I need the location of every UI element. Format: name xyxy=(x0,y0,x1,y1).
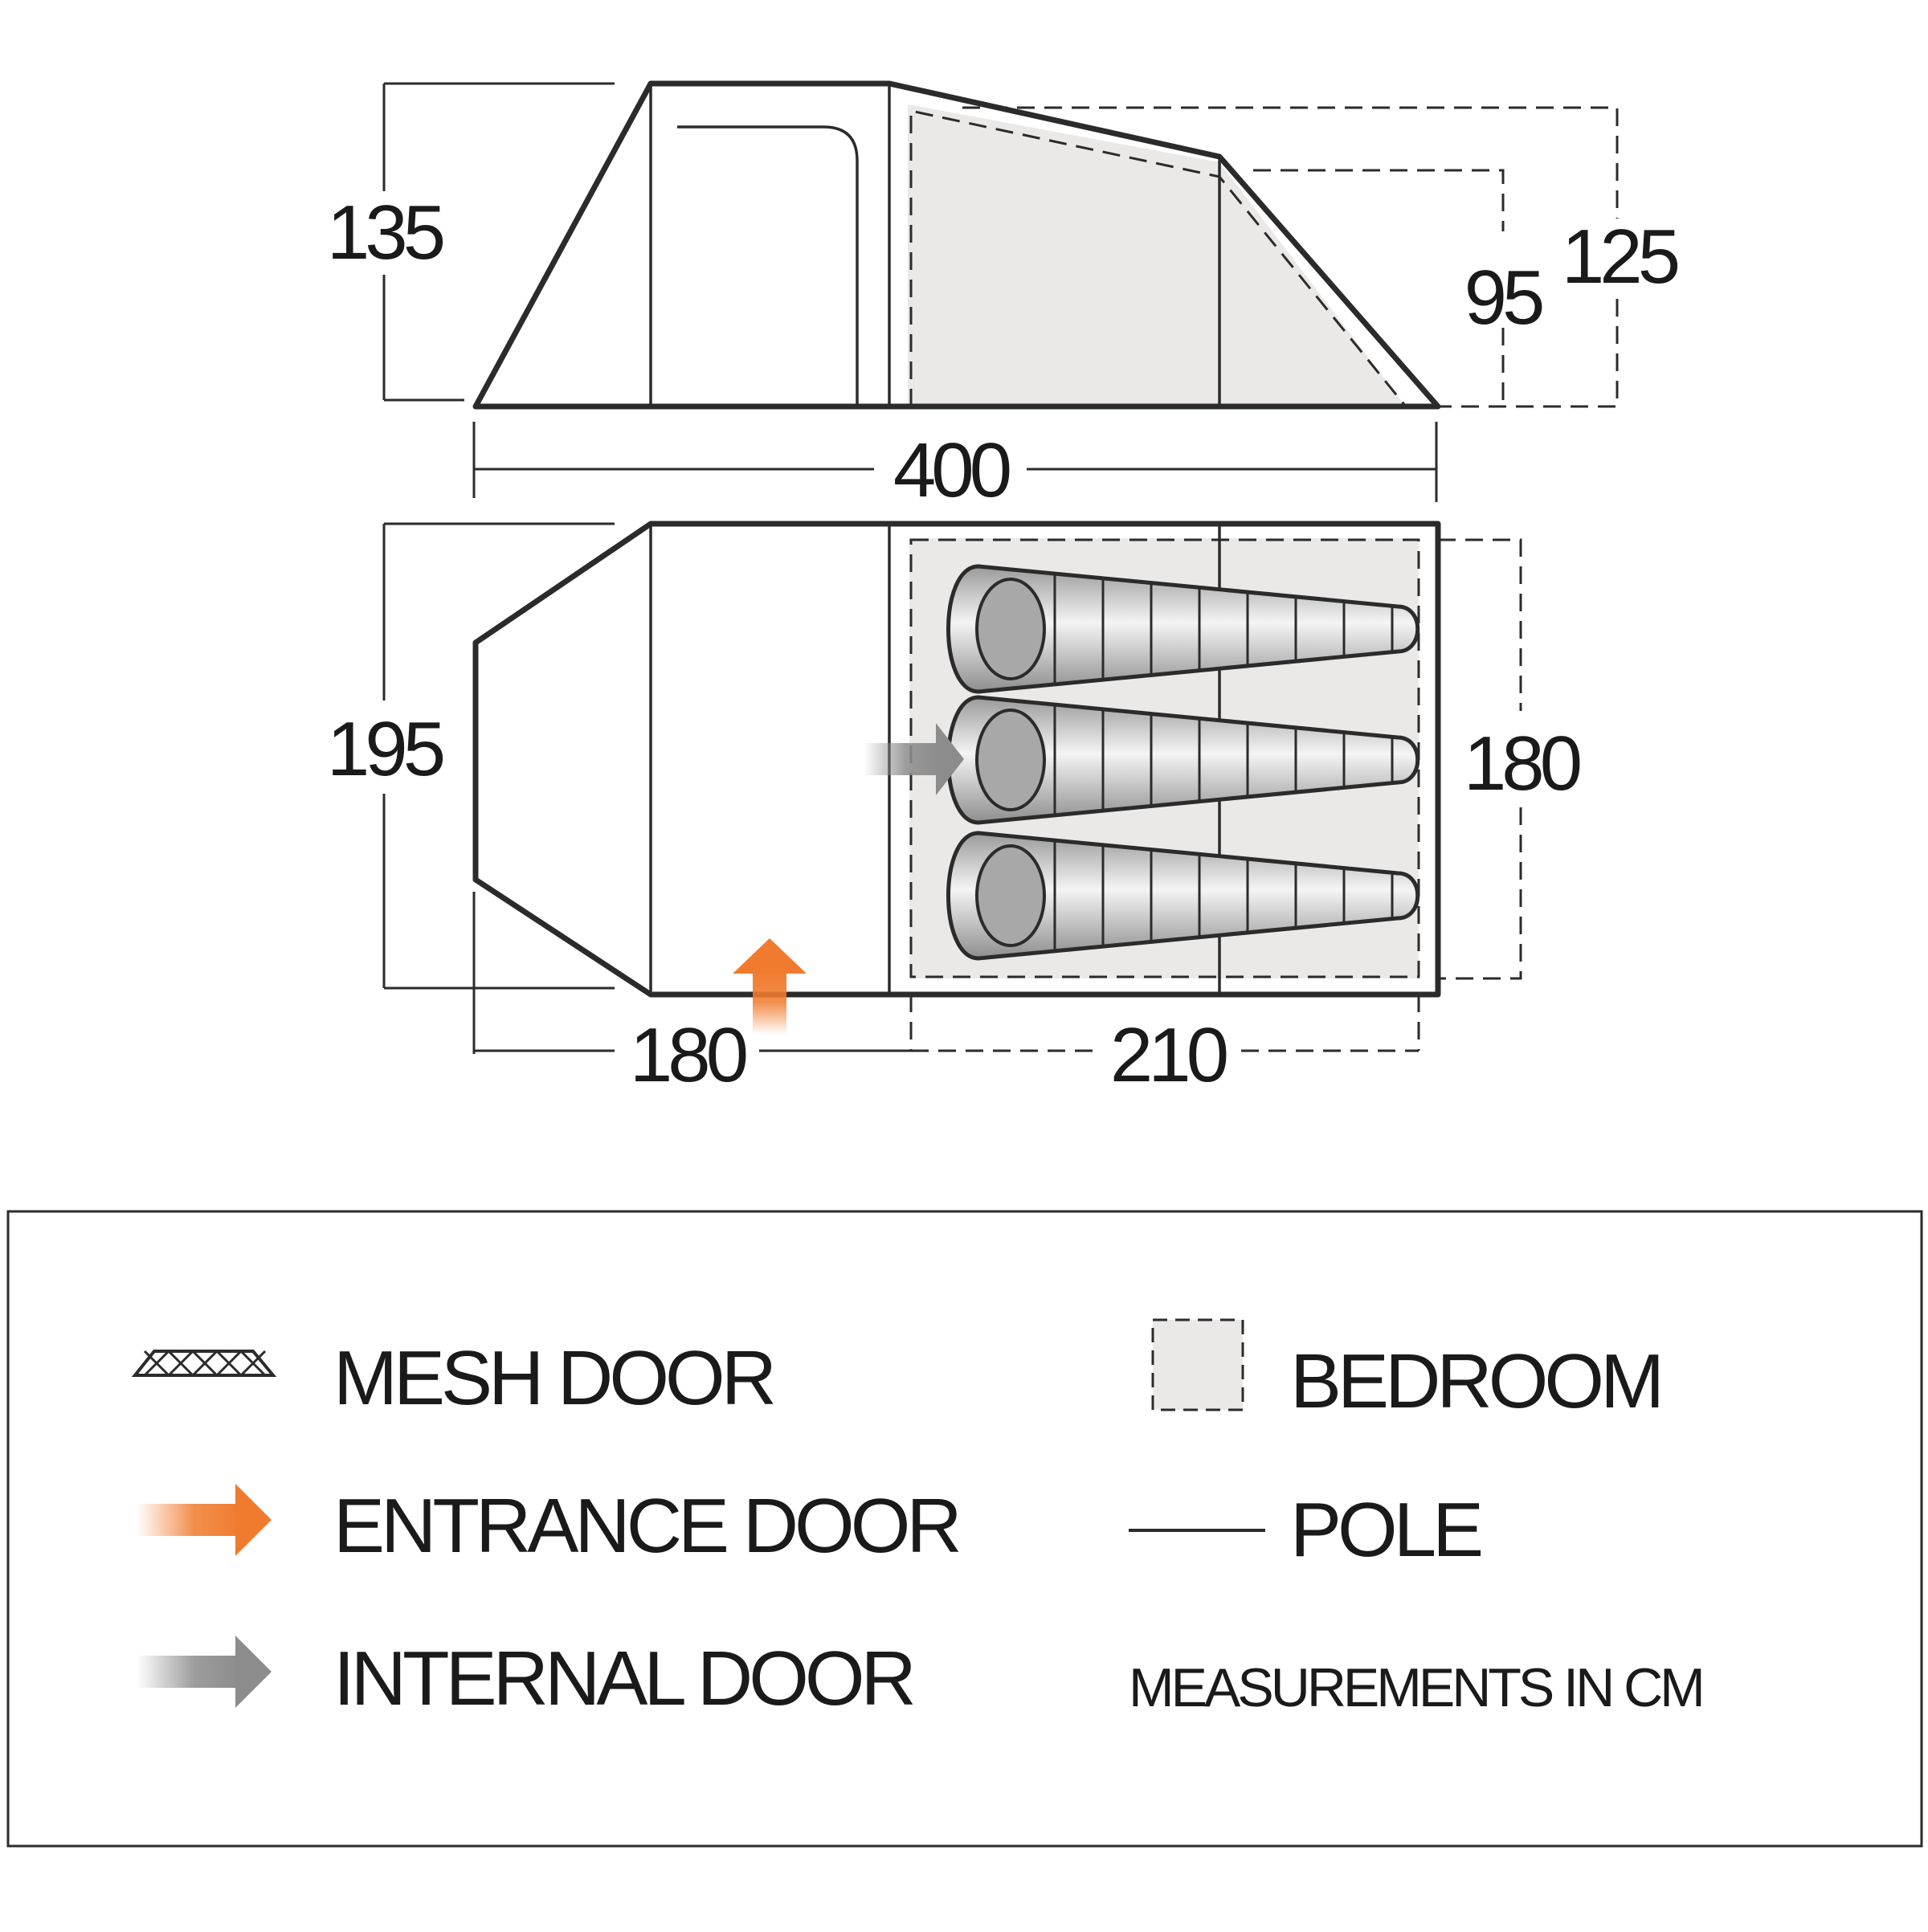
side-view-bedroom-outline xyxy=(909,109,1407,407)
side-view-bedroom-fill xyxy=(908,104,1406,406)
dashed-box-icon xyxy=(1151,1318,1244,1411)
dim-line xyxy=(1438,299,1619,408)
dim-line xyxy=(1438,538,1522,711)
floor-plan: 195 180 180 210 xyxy=(327,521,1585,1098)
legend-entrance-door-label: ENTRANCE DOOR xyxy=(333,1483,958,1569)
legend-bedroom-label: BEDROOM xyxy=(1290,1338,1660,1424)
side-view: 135 125 95 400 xyxy=(327,80,1683,513)
dim-length-bedroom: 210 xyxy=(1110,1012,1227,1098)
dim-length-total: 400 xyxy=(893,427,1010,513)
dim-width-bedroom: 180 xyxy=(1464,721,1580,807)
measurements-note: MEASUREMENTS IN CM xyxy=(1129,1657,1702,1718)
dim-line xyxy=(1438,807,1522,980)
legend-pole-label: POLE xyxy=(1290,1487,1481,1573)
entrance-door-arrow-icon xyxy=(733,938,807,1035)
side-view-outline xyxy=(472,80,1441,410)
legend-mesh-door-label: MESH DOOR xyxy=(333,1335,774,1421)
orange-arrow-icon xyxy=(137,1484,272,1556)
dim-height-bedroom-outer: 125 xyxy=(1562,214,1678,300)
mesh-door-icon xyxy=(131,1350,277,1377)
grey-arrow-icon xyxy=(137,1636,272,1708)
side-view-door-outline xyxy=(677,125,859,406)
internal-door-arrow-icon xyxy=(864,723,964,795)
dim-width-left: 195 xyxy=(327,706,443,792)
legend-box xyxy=(6,1210,1923,1848)
dim-line xyxy=(1253,169,1505,231)
dim-height-left: 135 xyxy=(327,190,443,276)
dim-length-porch: 180 xyxy=(630,1012,746,1098)
dim-height-bedroom-inner: 95 xyxy=(1464,255,1542,341)
legend-internal-door-label: INTERNAL DOOR xyxy=(333,1636,913,1722)
legend: MESH DOOR ENTRANCE DOOR INTERNAL DOOR BE… xyxy=(6,1210,1923,1848)
